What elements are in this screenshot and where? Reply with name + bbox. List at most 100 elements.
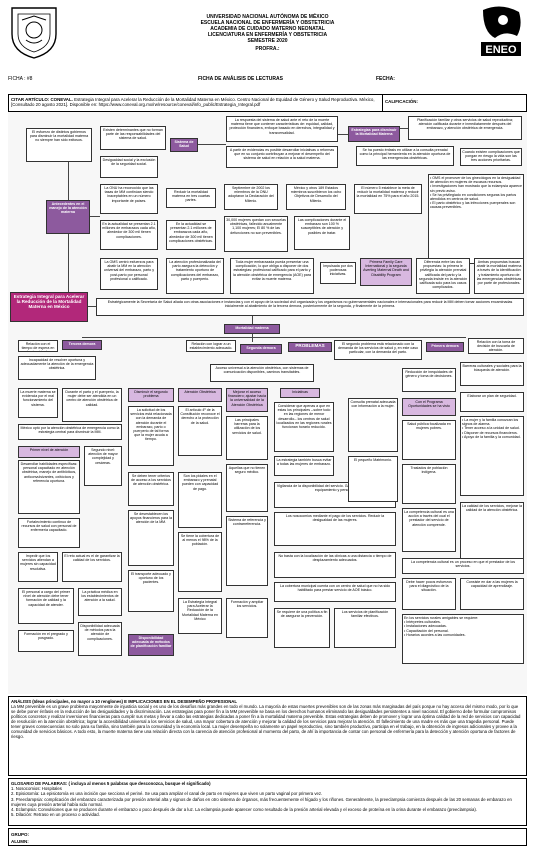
map-node-tercera-2: La muerte materna se evidencia por el ma… [18, 388, 58, 418]
citation-section: CITAR ARTÍCULO: CONEVAL. Estrategia Inte… [8, 94, 527, 112]
map-node-segundo-nivel: Segundo nivel: atención de mayor complej… [84, 446, 122, 486]
map-node: Relación con la toma de decisión de busc… [468, 338, 524, 354]
map-node-mas-bien: No basta con la localización de las clín… [274, 552, 396, 578]
map-node-cultural: Barreras culturales y sociales para la b… [460, 362, 524, 386]
map-node-transporte: El transporte adecuado y oportuno de los… [128, 570, 174, 612]
map-node: Ambas propuestas buscan abatir la mortal… [474, 258, 524, 294]
map-node-iniciativas: Considerar que apenas a que en estas los… [274, 402, 334, 452]
map-node: El segundo problema está relacionado con… [334, 340, 422, 360]
map-node: Disminuir el segundo problema [128, 388, 174, 402]
map-node-programa: Con el Programa Oportunidades se ha vist… [402, 398, 456, 416]
calificacion-label: CALIFICACIÓN: [385, 99, 418, 104]
map-node-formacion: Formación en el pregrado y posgrado. [18, 630, 74, 652]
map-node: La OMS centró esfuerzos para abatir la M… [100, 258, 158, 290]
map-node-estrategia-integral: Estrategia Integral para Acelerar la Red… [10, 292, 88, 322]
map-node-prenatal: Reducción de inequidades de género y tom… [402, 368, 456, 392]
map-node-articulo: El artículo 4º de la Constitución recono… [178, 406, 222, 456]
map-node-tercera-demora: Tercera demora [62, 340, 102, 350]
map-node: Desigualdad social y la exclusión de la … [100, 156, 158, 178]
map-node-estrategia-evitar: La estrategia también busca evitar a tod… [274, 456, 334, 476]
profra-label: PROFRA.: [255, 46, 280, 52]
map-node: La ONU ha reconocido que las tasas de MM… [100, 184, 158, 214]
map-node-plan-seguridad: Elaborar un plan de seguridad. [460, 392, 524, 412]
map-node-tercera-1: Incapacidad de resolver oportuna y adecu… [18, 356, 96, 380]
map-node: En la actualidad se presentan 2.1 millon… [166, 220, 216, 250]
map-node: Existen determinantes que no forman part… [100, 126, 166, 150]
map-node: Relación con lograr a un establecimiento… [186, 340, 236, 352]
map-node-aquellas: Aquellas que no tienen seguro médico. [226, 464, 268, 512]
glossary-item: 4. Eclampsia: Convulsiones que se produc… [11, 807, 478, 813]
map-node-disponibilidad: Disponibilidad adecuada de métodos para … [78, 622, 122, 656]
alumn-label: ALUMN: [11, 839, 29, 844]
map-node-formacion-2: Formación y ampliar los servicios. [226, 598, 268, 638]
map-node-vigilancia: Vigilancia de la disponibilidad del serv… [274, 482, 396, 508]
map-node-mortalidad: Mortalidad materna [224, 324, 280, 334]
map-node: Toda mujer embarazada pueda presentar un… [230, 258, 314, 294]
map-node-traslados: Traslados de población indígena. [402, 464, 456, 504]
map-node: Diferencia entre las dos propuestas: la … [416, 258, 470, 294]
map-node-sistema: Sistema de Salud [170, 138, 198, 152]
glossary-item: 3. Preeclampsia: complicación del embara… [11, 796, 512, 807]
map-node: Acceso universal a la atención obstétric… [210, 364, 314, 382]
glossary-item: 1. Nosocomios: Hospitales [11, 786, 62, 792]
map-node-primer-nivel-detalle: Desarrollar habilidades específicas: per… [18, 460, 80, 514]
analysis-section: ANÁLISIS (Ideas principales, no mayor a … [8, 696, 527, 776]
heading-line-3: ACADEMIA DE CUIDADO MATERNO NEONATAL [210, 26, 325, 32]
heading-line-2: ESCUELA NACIONAL DE ENFERMERÍA Y OBSTETR… [200, 20, 335, 26]
map-node-competencia: La competencia cultural es una acción a … [402, 508, 456, 552]
map-node-cobertura: La cobertura municipal cuenta con un cen… [274, 582, 396, 602]
map-node: Cuando existen complicaciones que pongan… [460, 148, 522, 166]
map-node: Las complicaciones durante el embarazo s… [294, 216, 350, 250]
map-node: La respuesta del sistema de salud ante e… [226, 116, 338, 142]
map-node-detalles: • OMS el promover de los ginecólogos en … [428, 174, 524, 264]
grupo-label: GRUPO: [11, 832, 29, 837]
institution-heading: UNIVERSIDAD NACIONAL AUTÓNOMA DE MÉXICO … [70, 14, 465, 52]
eneo-logo-text: ENEO [485, 44, 517, 56]
map-node-primer-nivel: Primer nivel de atención [18, 446, 80, 458]
map-node-servicios-amigables: En los servicios rurales amigables se re… [402, 614, 524, 664]
map-node: La atención profesionalizada del parto a… [166, 258, 224, 294]
map-node: Atención Obstétrica [178, 388, 222, 402]
map-node-principales: Las principales barreras para la utiliza… [226, 416, 268, 460]
map-node-calidad: La calidad de los servicios, mejorar la … [460, 502, 524, 564]
map-node: Iniciativas [280, 388, 320, 398]
unam-logo [6, 4, 62, 60]
glossary-title: GLOSARIO DE PALABRAS: ( incluya al menos… [11, 781, 211, 786]
map-node-primera-demora: Primera demora [426, 342, 464, 352]
map-node-antecedentes: Antecedentes en el manejo de la atención… [46, 200, 90, 234]
map-node: Estratégicamente la Secretaría de Salud … [96, 298, 524, 316]
ficha-number: FICHA : #8 [8, 76, 33, 82]
map-node: El número 5 establece la meta de reducir… [354, 184, 422, 214]
map-node-lista-seguridad: • La mujer y la familia conozcan los sig… [460, 416, 524, 496]
map-node-disponibilidad-pf: Disponibilidad adecuada de métodos de pl… [128, 634, 174, 656]
map-node: Mejorar el acceso financiero; ajustar ha… [226, 388, 268, 412]
ficha-title: FICHA DE ANÁLISIS DE LECTURAS [198, 76, 283, 82]
map-node-consiste: Consiste en dar a las mujeres la capacid… [460, 578, 524, 610]
map-node: A partir de evidencias es posible desarr… [226, 146, 338, 168]
map-node-impedir: Impedir que los servicios atiendan a muj… [18, 552, 58, 582]
map-node-tercera-4: México optó por la atención obstétrica d… [18, 424, 122, 440]
map-node-reto: El reto actual es el de garantizar la ca… [62, 552, 122, 582]
map-node: Se ha puesto énfasis en utilizar a la co… [356, 146, 454, 166]
map-node-deben: Debe hacer pocos esfuerzos para el diagn… [402, 578, 456, 610]
analysis-text: La MM prevenible es un grave problema ma… [11, 704, 521, 739]
analysis-title: ANÁLISIS (Ideas principales, no mayor a … [11, 699, 238, 704]
eneo-logo: ENEO [473, 4, 529, 60]
map-node: Primera Family Care International y la s… [360, 258, 412, 286]
map-node-segunda-demora: Segunda demora [240, 344, 282, 354]
map-node-segundo-problema: La solicitud de los servicios está relac… [128, 406, 174, 466]
concept-map: El esfuerzo de distintos gobiernos para … [8, 112, 527, 694]
map-node-competencia2: La competencia cultural es un proceso en… [402, 558, 524, 574]
footer-section: GRUPO: ALUMN: [8, 828, 527, 846]
map-node-personal: El personal a cargo del primer nivel de … [18, 588, 74, 624]
map-node-prevenir: Los servicios de planificación familiar … [334, 608, 396, 648]
glossary-item: 5. Dilación: Retraso en un proceso o act… [11, 812, 100, 818]
map-node: México y otros 189 Estados miembros susc… [286, 184, 346, 210]
map-node-practica: La práctica médica en los establecimient… [78, 588, 122, 616]
glossary-section: GLOSARIO DE PALABRAS: ( incluya al menos… [8, 778, 527, 826]
map-node-desconocimiento: Se deben tener criterios de acceso a los… [128, 472, 174, 506]
map-node: 30,000 mujeres quedan con secuelas obsté… [224, 216, 288, 252]
glossary-item: 2. Episiotomía: La episiotomía es una in… [11, 791, 323, 797]
map-node-mayor: Se tiene la cobertura de al menos el 98%… [178, 532, 222, 592]
map-node-desestablecen: Se desestablecen los apoyos financieros … [128, 510, 174, 566]
